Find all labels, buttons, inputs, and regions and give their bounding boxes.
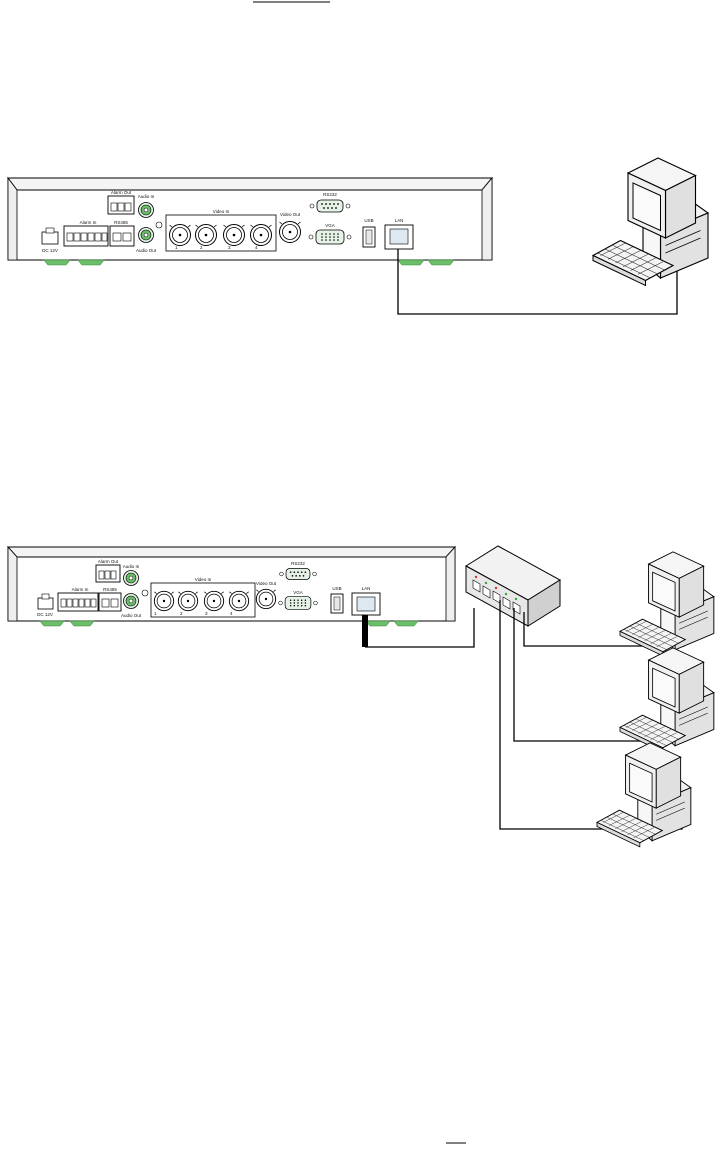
video-out-label: Video Out	[280, 212, 301, 217]
video-in-bnc-1	[169, 224, 191, 246]
dc12v-label: DC 12V	[37, 612, 53, 617]
desktop-computer-icon	[592, 157, 709, 287]
video-in-ch-1: 1	[175, 245, 178, 250]
dc-power-port	[37, 597, 54, 610]
alarm-out-label: Alarm Out	[98, 559, 119, 564]
video-in-ch-2: 2	[200, 245, 203, 250]
vga-port	[308, 229, 352, 245]
video-in-bnc-4	[250, 224, 272, 246]
audio-in-label: Audio In	[123, 564, 140, 569]
lan-label: LAN	[395, 218, 404, 223]
video-out-bnc	[255, 588, 277, 610]
rs232-port	[309, 199, 351, 213]
audio-in-label: Audio In	[138, 194, 155, 199]
network-switch-icon	[465, 545, 561, 627]
usb-label: USB	[364, 218, 373, 223]
feet	[39, 620, 419, 627]
video-in-bnc-1	[153, 590, 175, 612]
video-in-bnc-3	[203, 590, 225, 612]
feet	[43, 259, 455, 266]
video-in-ch-3: 3	[228, 245, 231, 250]
ground-screw	[141, 589, 149, 597]
video-in-label: Video In	[195, 577, 212, 582]
alarm-in-label: Alarm In	[80, 220, 97, 225]
vga-label: VGA	[325, 223, 335, 228]
video-in-ch-4: 4	[230, 611, 233, 616]
desktop-computer-icon	[596, 742, 692, 848]
alarm-in-label: Alarm In	[72, 587, 89, 592]
desktop-computer-icon	[619, 647, 715, 753]
lan-label: LAN	[362, 586, 371, 591]
rs485-label: RS485	[103, 587, 117, 592]
video-in-group	[150, 582, 256, 618]
audio-out-label: Audio Out	[121, 613, 142, 618]
usb-label: USB	[332, 586, 341, 591]
audio-in-jack	[138, 202, 154, 218]
video-in-bnc-3	[223, 224, 245, 246]
alarm-out-label: Alarm Out	[111, 190, 132, 195]
dc-power-port	[41, 231, 59, 245]
dc12v-label: DC 12V	[42, 248, 58, 253]
lan-cable-dvr-switch	[365, 608, 475, 648]
rs232-label: RS232	[291, 561, 305, 566]
video-out-label: Video Out	[256, 581, 277, 586]
vga-port	[278, 596, 318, 610]
video-in-label: Video In	[213, 209, 230, 214]
video-in-bnc-2	[195, 224, 217, 246]
rs232-label: RS232	[323, 192, 337, 197]
lan-cable-plug	[362, 615, 368, 647]
audio-out-label: Audio Out	[136, 248, 157, 253]
rs232-port	[279, 568, 317, 580]
audio-out-jack	[138, 227, 154, 243]
dvr-back-panel-1: DC 12V Alarm In Alarm Out RS485 Audio In…	[7, 176, 494, 266]
video-in-ch-2: 2	[180, 611, 183, 616]
video-in-ch-3: 3	[205, 611, 208, 616]
audio-in-jack	[123, 570, 139, 586]
video-in-ch-1: 1	[154, 611, 157, 616]
rs485-label: RS485	[114, 220, 128, 225]
video-in-group	[165, 214, 277, 252]
desktop-computer-icon	[619, 551, 715, 657]
ground-screw	[155, 221, 163, 229]
video-in-bnc-4	[228, 590, 250, 612]
lan-cable-1	[397, 248, 678, 315]
video-in-ch-4: 4	[255, 245, 258, 250]
video-out-bnc	[279, 221, 301, 243]
audio-out-jack	[123, 593, 139, 609]
video-in-bnc-2	[177, 590, 199, 612]
vga-label: VGA	[293, 590, 303, 595]
dvr-back-panel-2: DC 12V Alarm In Alarm Out RS485 Audio In…	[6, 545, 457, 627]
